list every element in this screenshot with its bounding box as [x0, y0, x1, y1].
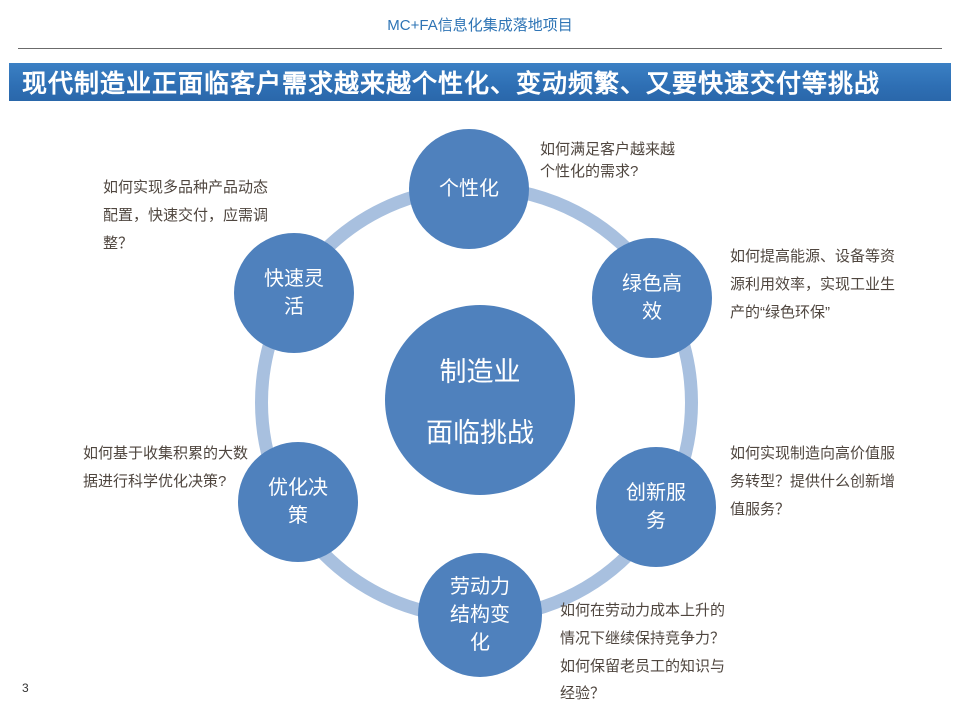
node-optimized-decision: 优化决策: [238, 442, 358, 562]
header-divider: [18, 48, 942, 49]
node-innovation-service: 创新服务: [596, 447, 716, 567]
node-label: 快速灵活: [264, 268, 324, 318]
center-node-manufacturing-challenges: 制造业 面临挑战: [385, 305, 575, 495]
annotation-innovation-service: 如何实现制造向高价值服 务转型？提供什么创新增 值服务？: [730, 445, 896, 518]
node-fast-flexible: 快速灵活: [234, 233, 354, 353]
page-number: 3: [22, 681, 29, 695]
project-title: MC+FA信息化集成落地项目: [387, 17, 573, 34]
annotation-labor-structure: 如何在劳动力成本上升的 情况下继续保持竞争力？ 如何保留老员工的知识与 经验？: [560, 602, 726, 703]
node-labor-structure: 劳动力结构变化: [418, 553, 542, 677]
annotation-personalization: 如何满足客户越来越 个性化的需求?: [540, 141, 676, 180]
annotation-green-efficiency: 如何提高能源、设备等资 源利用效率，实现工业生 产的“绿色环保”: [730, 248, 896, 321]
node-label: 创新服务: [626, 482, 686, 532]
node-label: 绿色高效: [622, 273, 682, 323]
annotation-fast-flexible: 如何实现多品种产品动态 配置，快速交付，应需调 整？: [103, 179, 269, 252]
slide-title-bar: 现代制造业正面临客户需求越来越个性化、变动频繁、又要快速交付等挑战: [9, 63, 951, 101]
annotation-optimized-decision: 如何基于收集积累的大数 据进行科学优化决策?: [83, 445, 249, 490]
node-label: 劳动力结构变化: [450, 576, 510, 654]
slide-title: 现代制造业正面临客户需求越来越个性化、变动频繁、又要快速交付等挑战: [22, 70, 881, 98]
center-node-label-line2: 面临挑战: [426, 418, 534, 448]
node-label: 个性化: [439, 178, 499, 200]
node-green-efficiency: 绿色高效: [592, 238, 712, 358]
center-node-label-line1: 制造业: [439, 357, 521, 387]
node-personalization: 个性化: [409, 129, 529, 249]
node-label: 优化决策: [268, 477, 328, 527]
